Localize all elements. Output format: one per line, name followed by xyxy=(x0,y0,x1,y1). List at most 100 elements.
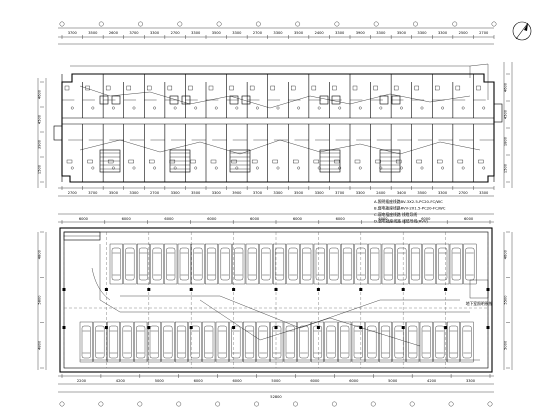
note-line: A.照明插座线路BV-3X2.5-PC20-FC/WC xyxy=(374,199,443,204)
dim-label: 3900 xyxy=(232,191,242,195)
dim-label: 3300 xyxy=(273,31,283,35)
lamp-symbol xyxy=(379,106,383,110)
dim-label: 3300 xyxy=(356,191,366,195)
lamp-symbol xyxy=(297,166,300,170)
parking-stall xyxy=(313,243,327,285)
dim-label: 3300 xyxy=(129,191,139,195)
car-symbol xyxy=(149,325,159,359)
lower-axis-bubbles xyxy=(59,401,493,407)
axis-bubble xyxy=(98,401,104,407)
fixture-symbol xyxy=(272,159,278,164)
dim-label: 6000 xyxy=(194,379,204,383)
parking-stall xyxy=(447,321,460,363)
parking-stall xyxy=(449,243,463,285)
car-symbol xyxy=(204,325,214,359)
lamp-symbol xyxy=(153,106,156,110)
stair-core xyxy=(229,95,251,173)
car-symbol xyxy=(166,247,176,281)
column xyxy=(486,326,490,329)
car-symbol xyxy=(109,325,118,359)
parking-stall xyxy=(419,321,433,363)
column xyxy=(274,288,278,291)
dim-label: 2700 xyxy=(68,191,78,195)
parking-stall xyxy=(191,243,205,285)
dim-label: 1500 xyxy=(504,163,508,173)
fixture-symbol xyxy=(251,159,258,164)
upper-axis-bubbles xyxy=(59,21,497,27)
fixture-symbol xyxy=(291,85,296,91)
lamp-symbol xyxy=(276,166,280,170)
car-symbol xyxy=(438,247,448,281)
lamp-symbol xyxy=(112,106,115,110)
car-symbol xyxy=(245,325,254,359)
axis-bubble xyxy=(59,21,65,27)
column xyxy=(62,326,66,329)
car-symbol xyxy=(343,247,352,281)
axis-bubble xyxy=(254,401,259,407)
axis-bubble xyxy=(98,21,104,27)
parking-stall xyxy=(147,321,161,363)
dim-label: 6000 xyxy=(464,217,474,221)
parking-stall xyxy=(409,243,422,285)
car-symbol xyxy=(421,325,431,359)
dim-label: 6000 xyxy=(207,217,217,221)
garage-parking-stalls xyxy=(79,243,477,363)
car-symbol xyxy=(81,325,91,359)
fixture-symbol xyxy=(190,159,196,164)
car-symbol xyxy=(315,247,325,281)
fixture-symbol xyxy=(149,159,155,164)
fixture-symbol xyxy=(87,159,93,164)
parking-stall xyxy=(150,243,164,285)
parking-stall xyxy=(107,321,120,363)
parking-stall xyxy=(327,243,341,285)
column xyxy=(189,288,193,291)
axis-bubble xyxy=(295,21,301,27)
car-symbol xyxy=(152,247,162,281)
parking-stall xyxy=(300,243,314,285)
parking-stall xyxy=(134,321,148,363)
dim-label: 4800 xyxy=(38,340,42,350)
lamp-symbol xyxy=(482,166,486,170)
dim-label: 3400 xyxy=(397,191,407,195)
parking-stall xyxy=(368,243,382,285)
fixture-symbol xyxy=(128,159,134,164)
column xyxy=(359,288,363,291)
axis-bubble xyxy=(216,21,222,27)
dim-label: 3300 xyxy=(417,31,427,35)
dim-label: 3300 xyxy=(466,379,476,383)
dim-label: 3900 xyxy=(356,31,366,35)
parking-stall xyxy=(351,321,365,363)
car-symbol xyxy=(163,325,173,359)
axis-bubble xyxy=(448,401,454,407)
parking-stall xyxy=(297,321,311,363)
parking-stall xyxy=(188,321,202,363)
lamp-symbol xyxy=(214,166,218,170)
car-symbol xyxy=(231,325,241,359)
parking-stall xyxy=(354,243,368,285)
dim-label: 4200 xyxy=(116,379,126,383)
lamp-symbol xyxy=(482,106,486,110)
lamp-symbol xyxy=(317,166,321,170)
stair-core xyxy=(99,95,121,173)
column xyxy=(104,288,108,291)
dim-label: 3300 xyxy=(335,31,345,35)
parking-stall xyxy=(422,243,436,285)
axis-bubble xyxy=(176,401,182,407)
dim-label: 1800 xyxy=(504,136,508,146)
dim-label: 4600 xyxy=(504,82,508,92)
axis-bubble xyxy=(293,401,298,407)
car-symbol xyxy=(207,247,216,281)
fixture-symbol xyxy=(231,159,237,164)
car-symbol xyxy=(95,325,105,359)
parking-stall xyxy=(283,321,297,363)
car-symbol xyxy=(122,325,132,359)
dim-label: 3700 xyxy=(129,31,139,35)
axis-bubble xyxy=(215,401,221,407)
car-symbol xyxy=(397,247,407,281)
car-symbol xyxy=(449,325,458,359)
dim-label: 5500 xyxy=(504,295,508,305)
car-symbol xyxy=(367,325,377,359)
